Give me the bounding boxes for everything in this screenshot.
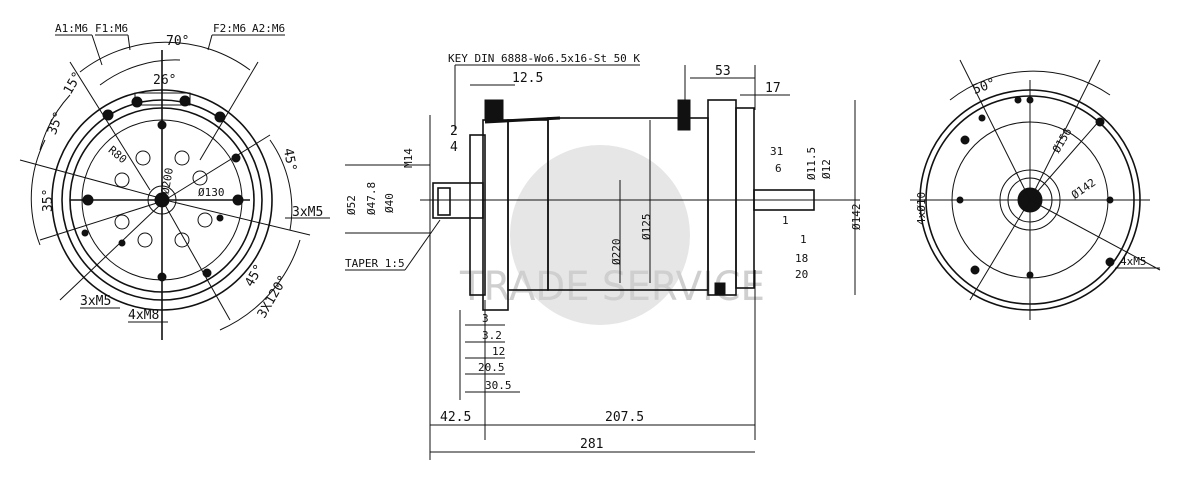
dim-53: 53 (715, 64, 731, 79)
rear-view: 50° Ø156 Ø142 4xM5 4xØ10 (910, 59, 1161, 320)
label-angle-50: 50° (971, 76, 998, 98)
label-3xm5-left: 3xM5 (80, 294, 111, 309)
label-d200: Ø200 (159, 167, 176, 195)
dim-d142: Ø142 (850, 204, 863, 231)
label-angle-70: 70° (166, 34, 189, 49)
dim-31: 31 (770, 145, 783, 158)
dim-4: 4 (450, 140, 458, 155)
dim-1b: 1 (800, 233, 807, 246)
label-f1: F1:M6 (95, 22, 128, 35)
dim-6: 6 (775, 162, 782, 175)
label-taper: TAPER 1:5 (345, 257, 405, 270)
label-angle-26: 26° (153, 73, 176, 88)
dim-3-2: 3.2 (482, 329, 502, 342)
dim-281: 281 (580, 437, 603, 452)
label-d130: Ø130 (198, 186, 225, 199)
dim-d220: Ø220 (610, 239, 623, 266)
dim-20: 20 (795, 268, 808, 281)
label-angle-45b: 45° (242, 262, 267, 290)
side-view: KEY DIN 6888-Wo6.5x16-St 50 K 12.5 53 17… (345, 52, 863, 460)
label-f2: F2:M6 (213, 22, 246, 35)
label-r80: R80 (106, 143, 130, 166)
label-4xm8: 4xM8 (128, 308, 159, 323)
label-3xm5-right: 3xM5 (292, 205, 323, 220)
dim-d12: Ø12 (820, 159, 833, 179)
label-angle-35b: 35° (41, 189, 56, 212)
svg-text:TRADE SERVICE: TRADE SERVICE (459, 264, 765, 310)
dim-d40: Ø40 (383, 193, 396, 213)
dim-d125: Ø125 (640, 214, 653, 241)
label-angle-45a: 45° (280, 147, 299, 173)
label-a1: A1:M6 (55, 22, 88, 35)
dim-17: 17 (765, 81, 781, 96)
dim-42-5: 42.5 (440, 410, 471, 425)
dim-18: 18 (795, 252, 808, 265)
dim-12-5: 12.5 (512, 71, 543, 86)
label-4xd10: 4xØ10 (915, 192, 928, 225)
label-d156: Ø156 (1050, 126, 1075, 155)
dim-3: 3 (482, 312, 489, 325)
dim-d47-8: Ø47.8 (365, 182, 378, 215)
label-d142: Ø142 (1069, 176, 1098, 202)
front-view: A1:M6 F1:M6 F2:M6 A2:M6 70° 26° 15° 35° … (19, 22, 330, 340)
dim-m14: M14 (402, 148, 415, 168)
label-4xm5: 4xM5 (1120, 255, 1147, 268)
dim-12: 12 (492, 345, 505, 358)
label-a2: A2:M6 (252, 22, 285, 35)
label-angle-35a: 35° (45, 110, 67, 137)
dim-30-5: 30.5 (485, 379, 512, 392)
dim-20-5: 20.5 (478, 361, 505, 374)
label-angle-15: 15° (61, 69, 86, 97)
dim-1a: 1 (782, 214, 789, 227)
dim-2: 2 (450, 124, 458, 139)
dim-207-5: 207.5 (605, 410, 644, 425)
label-key-spec: KEY DIN 6888-Wo6.5x16-St 50 K (448, 52, 640, 65)
watermark: TRADE SERVICE (459, 145, 765, 325)
dim-d52: Ø52 (345, 195, 358, 215)
dim-d11-5: Ø11.5 (805, 147, 818, 180)
